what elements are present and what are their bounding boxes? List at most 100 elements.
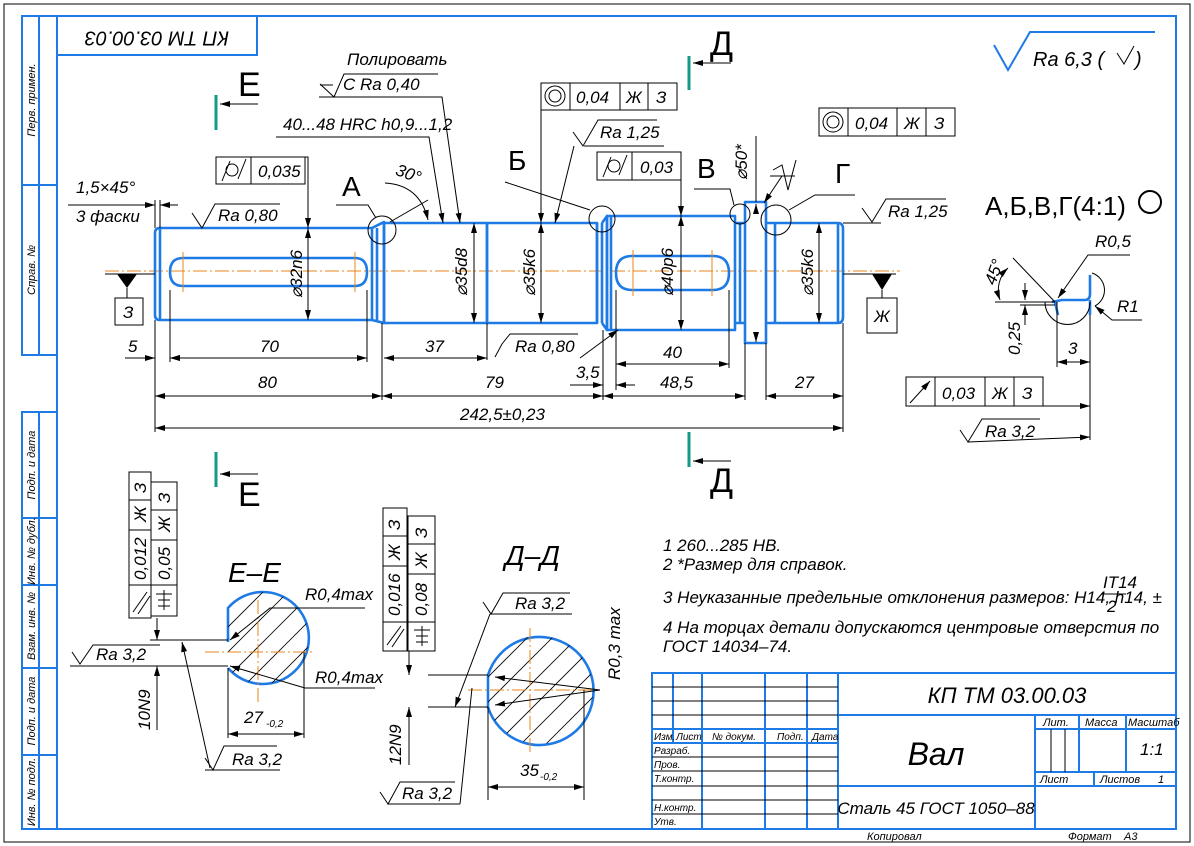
detail-ra: Ra 3,2 bbox=[985, 422, 1036, 441]
strip-label: Подп. и дата bbox=[26, 677, 38, 746]
rotate-icon bbox=[1138, 190, 1162, 214]
dim-79: 79 bbox=[485, 373, 504, 392]
section-e-e: Е–Е З Ж 0,012 З Ж 0,05 10N9 Ra 3,2 R0 bbox=[70, 471, 384, 772]
detail-d3: 3 bbox=[1068, 339, 1078, 358]
dim-70: 70 bbox=[260, 337, 279, 356]
note-1: 1 260...285 HB. bbox=[663, 536, 781, 555]
section-d-ra-top: Ra 3,2 bbox=[515, 594, 566, 613]
polish-note: Полировать bbox=[347, 50, 447, 69]
section-letter-e-bottom: Е bbox=[238, 476, 261, 514]
strip-label: Справ. № bbox=[26, 245, 38, 295]
svg-text:Масса: Масса bbox=[1085, 717, 1118, 729]
svg-text:Ж: Ж bbox=[385, 543, 404, 561]
svg-text:0,03: 0,03 bbox=[942, 384, 976, 403]
dim-5: 5 bbox=[128, 337, 138, 356]
svg-text:З: З bbox=[385, 519, 404, 530]
dim-40: 40 bbox=[663, 343, 682, 362]
detail-view: А,Б,В,Г(4:1) 45° 0,25 R0,5 R1 3 Ra 3,2 bbox=[959, 190, 1162, 443]
section-d-depth: 35 bbox=[520, 761, 539, 780]
chamfer-count: 3 фаски bbox=[76, 207, 140, 226]
svg-text:Копировал: Копировал bbox=[867, 831, 922, 843]
annotations: Полировать C Ra 0,40 40...48 HRC h0,9...… bbox=[68, 50, 948, 359]
tolerance-frame-1: 0,035 bbox=[215, 156, 311, 228]
note-4-cont: ГОСТ 14034–74. bbox=[663, 637, 792, 656]
section-e-title: Е–Е bbox=[228, 557, 281, 588]
section-e-key-width: 10N9 bbox=[135, 689, 154, 730]
svg-text:Масштаб: Масштаб bbox=[1128, 717, 1180, 729]
detail-title: А,Б,В,Г(4:1) bbox=[985, 191, 1126, 221]
detail-angle: 45° bbox=[981, 257, 1008, 288]
svg-text:1: 1 bbox=[1158, 774, 1164, 786]
symmetry-icon bbox=[414, 626, 430, 646]
parallelism-icon bbox=[132, 591, 151, 615]
section-letter-d-bottom: Д bbox=[710, 462, 733, 500]
svg-text:З: З bbox=[131, 482, 150, 493]
technical-notes: 1 260...285 HB. 2 *Размер для справок. 3… bbox=[662, 536, 1162, 656]
dim-d35k6-b: ⌀35k6 bbox=[798, 248, 817, 296]
chamfer-note: 1,5×45° bbox=[76, 178, 135, 197]
svg-text:З: З bbox=[412, 527, 431, 538]
dim-3-5: 3,5 bbox=[576, 363, 600, 382]
designation: КП ТМ 03.00.03 bbox=[928, 683, 1088, 708]
detail-d025: 0,25 bbox=[1005, 321, 1024, 355]
svg-text:Дата: Дата bbox=[811, 732, 839, 743]
section-e-ra-left: Ra 3,2 bbox=[96, 645, 147, 664]
tolerance-frame-3: 0,03 bbox=[596, 151, 684, 216]
datum-zh: Ж bbox=[873, 307, 891, 326]
detail-letter-b: Б bbox=[508, 145, 526, 176]
svg-text:№ докум.: № докум. bbox=[712, 732, 756, 743]
svg-text:Т.контр.: Т.контр. bbox=[654, 774, 694, 785]
svg-text:Пров.: Пров. bbox=[654, 760, 680, 771]
ra-125-b: Ra 1,25 bbox=[888, 202, 948, 221]
strip-label: Взам. инв. № bbox=[26, 592, 38, 660]
part-name: Вал bbox=[908, 736, 965, 772]
section-d-r-max: R0,3 max bbox=[605, 607, 624, 680]
svg-text:0,08: 0,08 bbox=[412, 582, 431, 616]
detail-letter-v: В bbox=[697, 153, 716, 184]
svg-text:А3: А3 bbox=[1123, 831, 1138, 843]
strip-label: Инв. № подл. bbox=[26, 758, 38, 826]
svg-text:0,04: 0,04 bbox=[855, 114, 888, 133]
side-strip: Перв. примен. Справ. № Подп. и дата Инв.… bbox=[21, 15, 58, 830]
outer-border bbox=[3, 3, 1191, 843]
detail-letter-g: Г bbox=[835, 158, 850, 189]
section-d-depth-tol: -0,2 bbox=[540, 772, 558, 783]
detail-callouts: А Б В Г bbox=[336, 145, 855, 245]
svg-text:З: З bbox=[155, 492, 174, 503]
datum-box-zh bbox=[866, 297, 898, 334]
polish-ra: C Ra 0,40 bbox=[343, 75, 420, 94]
svg-text:Подп.: Подп. bbox=[777, 732, 804, 743]
section-e-ra-bottom: Ra 3,2 bbox=[232, 750, 283, 769]
svg-text:З: З bbox=[1022, 384, 1033, 403]
hardening-note: 40...48 HRC h0,9...1,2 bbox=[283, 115, 453, 134]
detail-r1: R1 bbox=[1117, 297, 1139, 316]
rotated-stamp-box bbox=[56, 15, 258, 56]
svg-text:Разраб.: Разраб. bbox=[654, 745, 690, 757]
dim-48-5: 48,5 bbox=[660, 373, 694, 392]
cylindricity-icon bbox=[602, 154, 628, 178]
material: Сталь 45 ГОСТ 1050–88 bbox=[837, 799, 1035, 818]
svg-text:Ж: Ж bbox=[903, 114, 921, 133]
svg-text:Изм.: Изм. bbox=[654, 732, 675, 743]
general-roughness: Ra 6,3 ( ) bbox=[993, 31, 1155, 73]
scale-value: 1:1 bbox=[1140, 740, 1164, 759]
section-d-key-width: 12N9 bbox=[386, 724, 405, 765]
section-d-ra-bottom: Ra 3,2 bbox=[402, 784, 453, 803]
section-e-depth-tol: -0,2 bbox=[266, 719, 284, 730]
svg-text:Лист: Лист bbox=[1039, 774, 1068, 786]
svg-text:Н.контр.: Н.контр. bbox=[654, 803, 696, 814]
dim-27: 27 bbox=[794, 373, 814, 392]
svg-text:Формат: Формат bbox=[1068, 831, 1112, 843]
svg-text:Ж: Ж bbox=[625, 88, 643, 107]
runout-icon bbox=[909, 380, 931, 404]
svg-text:Ж: Ж bbox=[991, 384, 1009, 403]
dim-d40: ⌀40p6 bbox=[658, 247, 677, 296]
roughness-close: ) bbox=[1133, 49, 1142, 71]
ra-080-top: Ra 0,80 bbox=[218, 206, 278, 225]
datum-z: З bbox=[123, 303, 134, 322]
svg-text:Ж: Ж bbox=[131, 505, 150, 523]
parallelism-icon bbox=[386, 625, 405, 648]
tolerance-frame-2: 0,04 Ж З bbox=[538, 82, 678, 223]
strip-label: Перв. примен. bbox=[26, 63, 38, 136]
shaft-main-view bbox=[105, 200, 900, 345]
